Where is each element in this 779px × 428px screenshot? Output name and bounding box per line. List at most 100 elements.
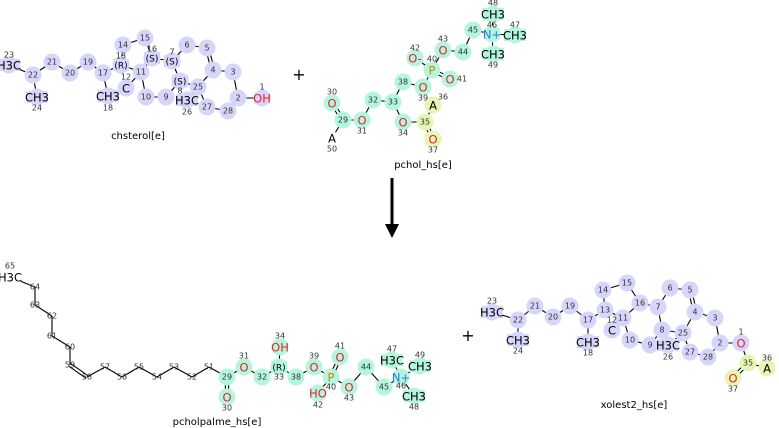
atom-symbol: O <box>736 337 745 351</box>
molecule-chsterol-e: OH123456(S)7(S)891011C12(R)131415(S)1617… <box>0 34 271 142</box>
atom-highlight <box>24 66 42 84</box>
atom-symbol: CH3 <box>402 390 426 404</box>
atom-number: 49 <box>415 351 425 360</box>
single-bond <box>104 366 123 378</box>
atom-number: 40 <box>427 55 437 64</box>
atom-number: 11 <box>618 314 628 323</box>
atom-highlight <box>287 368 305 386</box>
atom-symbol: (R) <box>114 62 127 72</box>
atom-label-bg <box>328 97 336 109</box>
atom-highlight <box>132 63 150 81</box>
atom-number: 23 <box>4 51 14 60</box>
atom-highlight <box>681 281 699 299</box>
atom-highlight <box>189 78 207 96</box>
atom-label-bg <box>409 360 431 372</box>
atom-number: 43 <box>344 394 354 403</box>
single-bond <box>121 366 140 378</box>
atom-number: 35 <box>420 118 430 127</box>
atom-highlight <box>509 311 527 329</box>
atom-highlight <box>618 274 636 292</box>
atom-number: 16 <box>147 45 157 54</box>
atom-label-bg <box>446 73 454 85</box>
atom-number: 30 <box>327 88 337 97</box>
atom-number: 6 <box>667 284 672 293</box>
atom-label-bg <box>112 59 130 71</box>
atom-number: 1 <box>259 83 264 92</box>
atom-number: 13 <box>116 52 126 61</box>
atom-highlight <box>219 102 237 120</box>
atom-highlight <box>79 53 97 71</box>
atom-label-bg <box>176 94 198 106</box>
atom-highlight <box>596 301 614 319</box>
atom-label-bg <box>393 371 409 383</box>
atom-number: 17 <box>583 316 593 325</box>
atom-number: 5 <box>687 286 692 295</box>
atom-number: 47 <box>387 345 397 354</box>
atom-number: 60 <box>65 343 75 352</box>
atom-symbol: O <box>327 97 336 111</box>
atom-number: 9 <box>647 341 652 350</box>
atom-highlight <box>544 308 562 326</box>
plus-operator-top: + <box>292 65 305 84</box>
atom-number: 58 <box>82 373 92 382</box>
atom-number: 21 <box>47 58 57 67</box>
molecule-pcholpalme-hs-e: 29O30O3132(R)33OH3438O39P40O41HO42O43444… <box>0 262 432 428</box>
atom-number: 31 <box>239 352 249 361</box>
atom-highlight <box>61 64 79 82</box>
atom-label-bg <box>26 91 48 103</box>
atom-highlight <box>94 64 112 82</box>
atom-highlight <box>43 53 61 71</box>
atom-label-bg <box>270 361 288 373</box>
atom-highlight <box>224 63 242 81</box>
single-bond <box>86 366 106 378</box>
atom-number: 42 <box>313 401 323 410</box>
atom-highlight <box>594 281 612 299</box>
atom-symbol: OH <box>271 341 289 355</box>
atom-number: 31 <box>357 127 367 136</box>
reaction-arrow <box>385 178 399 238</box>
atom-highlight <box>631 294 649 312</box>
atom-label-bg <box>763 362 771 374</box>
atom-number: 34 <box>275 332 285 341</box>
atom-number: 59 <box>65 361 75 370</box>
atom-number: 25 <box>193 83 203 92</box>
single-bond <box>138 366 158 378</box>
atom-label-bg <box>310 361 318 373</box>
atom-number: 15 <box>622 279 632 288</box>
atom-label-bg <box>122 82 130 94</box>
atom-symbol: N+ <box>483 28 501 42</box>
atom-symbol: C <box>608 324 616 338</box>
atom-symbol: A <box>429 99 437 113</box>
atom-symbol: OH <box>253 92 271 106</box>
atom-symbol: (S) <box>166 58 179 68</box>
atom-highlight <box>706 309 724 327</box>
atom-number: 36 <box>762 354 772 363</box>
atom-symbol: O <box>418 81 427 95</box>
atom-number: 19 <box>565 302 575 311</box>
atom-number: 51 <box>204 363 214 372</box>
atom-highlight <box>711 334 729 352</box>
atom-number: 61 <box>47 332 57 341</box>
atom-number: 18 <box>103 104 113 113</box>
atom-symbol: A <box>328 132 336 146</box>
atom-number: 42 <box>410 44 420 53</box>
atom-symbol: CH3 <box>503 29 527 43</box>
atom-symbol: H3C <box>175 94 199 108</box>
atom-highlight <box>621 331 639 349</box>
atom-number: 22 <box>513 316 523 325</box>
atom-number: 8 <box>177 87 182 96</box>
atom-highlight <box>454 43 472 61</box>
atom-label-bg <box>327 371 335 383</box>
atom-symbol: HO <box>309 387 327 401</box>
molecule-xolest2-hs-e: O1234567891011C121314151617CH31819202122… <box>480 279 772 412</box>
atom-number: 43 <box>438 35 448 44</box>
atom-label-bg <box>310 387 326 399</box>
atom-highlight <box>641 336 659 354</box>
atom-highlight <box>198 98 216 116</box>
atom-label-bg <box>171 75 189 87</box>
atom-highlight <box>526 297 544 315</box>
atom-symbol: O <box>438 44 447 58</box>
atom-highlight <box>178 36 196 54</box>
